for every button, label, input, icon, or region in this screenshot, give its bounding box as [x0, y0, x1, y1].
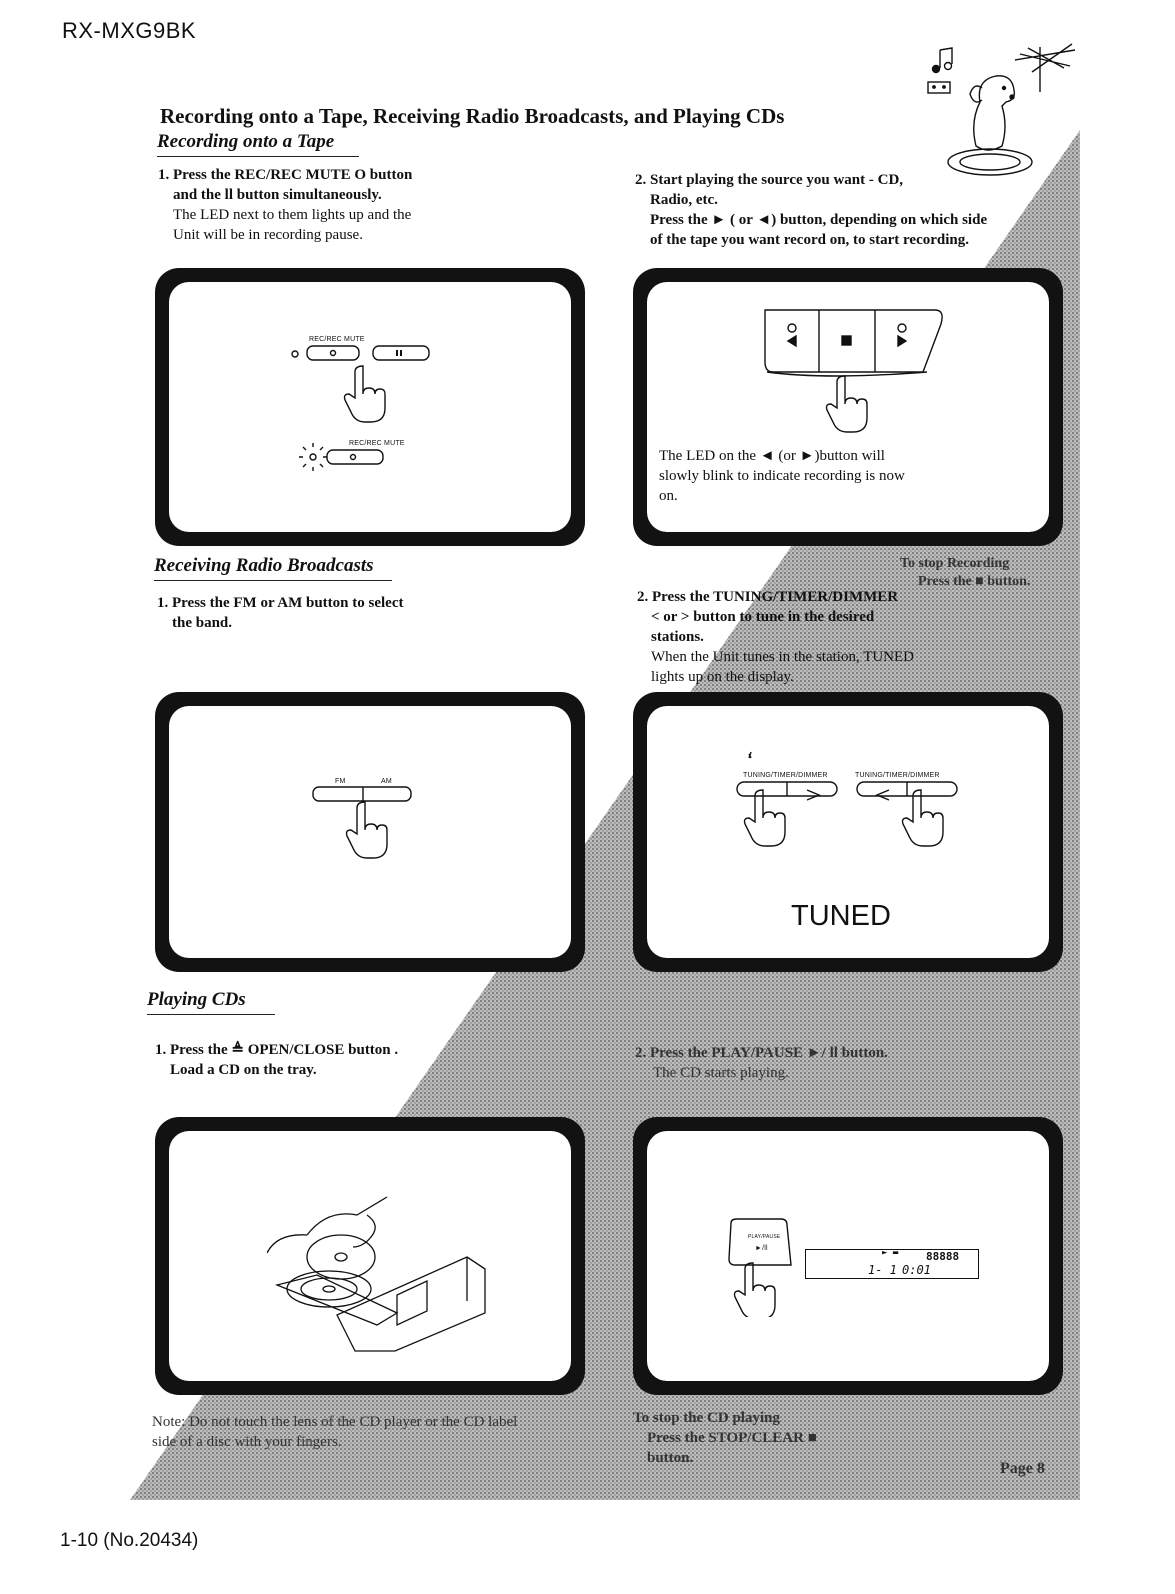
tape-step2: 2. Start playing the source you want - C… — [635, 170, 987, 250]
play-pause-symbol: ►/ll — [755, 1245, 768, 1252]
cd-step1-line1: 1. Press the ≜ OPEN/CLOSE button . — [155, 1042, 399, 1058]
cd-note-line2: side of a disc with your fingers. — [152, 1434, 342, 1450]
footer-doc-number: 1-10 (No.20434) — [60, 1530, 199, 1551]
panel-rec-mute: REC/REC MUTE REC/REC MUTE — [155, 268, 585, 546]
cd-lcd-display: ► ▬ 88888 1- 1 0:01 — [805, 1248, 979, 1279]
section-title-cd: Playing CDs — [147, 989, 275, 1015]
model-number: RX-MXG9BK — [62, 18, 197, 43]
tape-led-line1: The LED on the ◄ (or ►)button will — [659, 448, 885, 464]
tape-led-line2: slowly blink to indicate recording is no… — [659, 468, 905, 484]
cd-stop-line2: Press the STOP/CLEAR ■ — [647, 1430, 817, 1446]
tape-deck-buttons-illustration — [764, 309, 943, 433]
page-title: Recording onto a Tape, Receiving Radio B… — [160, 104, 785, 128]
rec-mute-buttons-illustration — [291, 345, 430, 471]
radio-step2-line2: < or > button to tune in the desired — [651, 609, 875, 625]
cd-note-line1: Note: Do not touch the lens of the CD pl… — [152, 1414, 518, 1430]
panel-tuning: TUNING/TIMER/DIMMER TUNING/TIMER/DIMMER … — [633, 692, 1063, 972]
cd-step1-line2: Load a CD on the tray. — [170, 1062, 317, 1078]
tape-step2-line3: Press the ► ( or ◄) button, depending on… — [650, 212, 988, 228]
cd-step2-line2: The CD starts playing. — [653, 1065, 789, 1081]
tuned-display: TUNED — [791, 900, 891, 932]
radio-step2-line5: lights up on the display. — [651, 669, 794, 685]
lcd-digits: 88888 — [926, 1250, 960, 1263]
stop-recording-line1: To stop Recording — [900, 556, 1010, 571]
radio-step1: 1. Press the FM or AM button to select t… — [157, 593, 403, 633]
section-title-radio: Receiving Radio Broadcasts — [154, 555, 392, 581]
tape-step2-line4: of the tape you want record on, to start… — [650, 232, 969, 248]
panel-tape-deck: The LED on the ◄ (or ►)button will slowl… — [633, 268, 1063, 546]
panel-cd-tray — [155, 1117, 585, 1395]
dog-mascot-icon — [927, 43, 1076, 176]
rec-mute-label-top: REC/REC MUTE — [309, 336, 365, 343]
radio-step2-line3: stations. — [651, 629, 704, 645]
fm-am-buttons-illustration — [312, 786, 412, 859]
radio-step1-line2: the band. — [172, 615, 233, 631]
panel-play-pause: PLAY/PAUSE ►/ll ► ▬ 88888 1- 1 0:01 — [633, 1117, 1063, 1395]
section-title-tape: Recording onto a Tape — [157, 131, 359, 157]
tape-led-note: The LED on the ◄ (or ►)button will slowl… — [659, 446, 929, 506]
radio-step2-line1: 2. Press the TUNING/TIMER/DIMMER — [637, 589, 899, 605]
radio-step2: 2. Press the TUNING/TIMER/DIMMER < or > … — [637, 587, 914, 687]
cd-stop-line1: To stop the CD playing — [633, 1410, 780, 1426]
tape-step1-line3: The LED next to them lights up and the — [173, 207, 412, 223]
panel-fm-am: FM AM — [155, 692, 585, 972]
cd-step2: 2. Press the PLAY/PAUSE ►/ ll button. Th… — [635, 1043, 888, 1083]
tape-step1-line1: 1. Press the REC/REC MUTE O button — [158, 167, 413, 183]
radio-step1-line1: 1. Press the FM or AM button to select — [157, 595, 404, 611]
stop-recording-note: To stop Recording Press the ■ button. — [900, 555, 1030, 591]
lcd-track: 1- 1 — [868, 1263, 897, 1277]
tuning-label-left: TUNING/TIMER/DIMMER — [743, 772, 828, 779]
tuning-label-right: TUNING/TIMER/DIMMER — [855, 772, 940, 779]
tape-step1-line4: Unit will be in recording pause. — [173, 227, 363, 243]
radio-step2-line4: When the Unit tunes in the station, TUNE… — [651, 649, 915, 665]
tape-step1-line2: and the ll button simultaneously. — [173, 187, 382, 203]
cd-stop-line3: button. — [647, 1450, 694, 1466]
cd-step2-line1: 2. Press the PLAY/PAUSE ►/ ll button. — [635, 1045, 888, 1061]
am-label: AM — [381, 778, 392, 785]
cd-tray-illustration — [267, 1196, 486, 1352]
fm-label: FM — [335, 778, 346, 785]
tape-step2-line2: Radio, etc. — [650, 192, 718, 208]
play-pause-button-illustration — [728, 1218, 792, 1317]
cd-note: Note: Do not touch the lens of the CD pl… — [152, 1412, 517, 1452]
stop-recording-line2: Press the ■ button. — [918, 574, 1031, 589]
lcd-time: 0:01 — [902, 1263, 931, 1277]
tuning-buttons-illustration — [736, 751, 958, 847]
rec-mute-label-bottom: REC/REC MUTE — [349, 440, 405, 447]
lcd-play-indicator: ► ▬ — [882, 1248, 899, 1258]
tape-led-line3: on. — [659, 488, 678, 504]
cd-stop-note: To stop the CD playing Press the STOP/CL… — [633, 1408, 817, 1468]
cd-step1: 1. Press the ≜ OPEN/CLOSE button . Load … — [155, 1040, 398, 1080]
play-pause-label: PLAY/PAUSE — [748, 1234, 781, 1240]
tape-step2-line1: 2. Start playing the source you want - C… — [635, 172, 904, 188]
tape-step1: 1. Press the REC/REC MUTE O button and t… — [158, 165, 412, 245]
page-number: Page 8 — [1000, 1460, 1045, 1477]
